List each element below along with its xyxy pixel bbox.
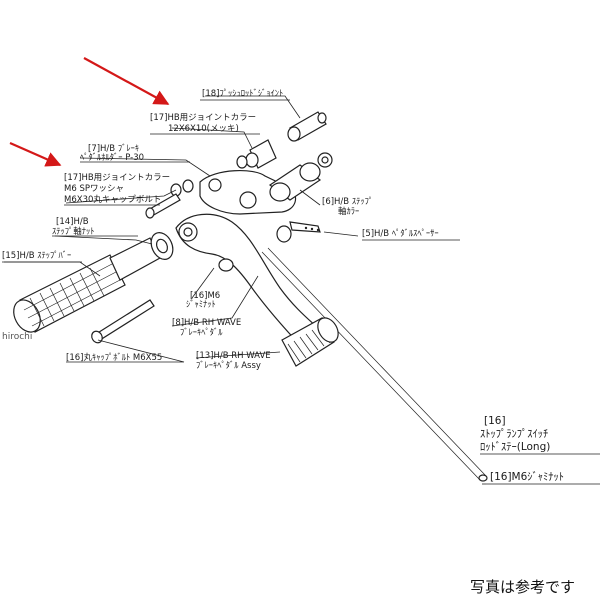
joint-collar-part (236, 139, 277, 169)
label-hb-joint-collar: [17]HB用ジョイントカラー (150, 113, 256, 123)
label-m6x30-bolt: M6X30丸キャップボルト (64, 194, 161, 205)
label-switch-rod-number: [16] (484, 415, 506, 427)
label-hb-brake-pedal-holder: ﾍﾟﾀﾞﾙﾎﾙﾀﾞｰ P-30 (80, 153, 144, 163)
label-hb-joint-collar-size: 12X6X10(メッキ) (168, 124, 239, 134)
label-step-nut-name: ｽﾃｯﾌﾟ軸ﾅｯﾄ (52, 226, 95, 237)
stop-lamp-switch-rod (261, 247, 488, 482)
red-arrow-lower (9, 141, 62, 167)
label-hb-collar-small: [17]HB用ジョイントカラー (64, 173, 170, 183)
wave-brake-pedal-part (175, 213, 321, 346)
label-step-nut: [14]H/B (56, 217, 89, 227)
leader-lines (4, 95, 486, 485)
label-pedal-assy-name: ﾌﾞﾚｰｷﾍﾟﾀﾞﾙ Assy (196, 361, 261, 371)
label-step-bar: [15]H/B ｽﾃｯﾌﾟﾊﾞｰ (2, 251, 71, 261)
label-rh-wave-pedal: [8]H/B RH WAVE (172, 318, 241, 328)
label-m6-washer: M6 SPワッシャ (64, 184, 124, 194)
label-jam-nut-bottom: [16]M6ｼﾞｬﾐﾅｯﾄ (490, 471, 564, 483)
push-rod-joint-part (287, 111, 327, 142)
step-collar-part (268, 152, 333, 202)
label-cap-bolt: [16]丸ｷｬｯﾌﾟﾎﾞﾙﾄ M6X55 (66, 352, 162, 363)
step-nut-part (150, 232, 174, 260)
label-switch-rod-name: ｽﾄｯﾌﾟﾗﾝﾌﾟｽｲｯﾁ (480, 428, 548, 440)
label-switch-rod-stay: ﾛｯﾄﾞｽﾃｰ(Long) (480, 441, 550, 453)
red-arrow-upper (83, 57, 170, 105)
label-pedal-spacer: [5]H/B ﾍﾟﾀﾞﾙｽﾍﾟｰｻｰ (362, 229, 439, 239)
label-pedal-assy: [13]H/B RH WAVE (196, 351, 271, 361)
label-underlines (2, 99, 600, 485)
label-step-collar: [6]H/B ｽﾃｯﾌﾟ (322, 197, 373, 207)
small-collar-washer (145, 179, 194, 219)
label-push-rod-joint: [18]ﾌﾟｯｼｭﾛｯﾄﾞｼﾞｮｲﾝﾄ (202, 89, 283, 99)
label-rh-wave-pedal-name: ﾌﾞﾚｰｷﾍﾟﾀﾞﾙ (180, 328, 223, 338)
label-m6-nut: [16]M6 (190, 291, 220, 301)
reference-photo-note: 写真は参考です (470, 578, 575, 596)
watermark: hirochi (2, 332, 32, 342)
label-step-collar-name: 軸ｶﾗｰ (338, 206, 359, 217)
cap-bolt-part (91, 299, 155, 344)
step-bar-part (13, 237, 161, 333)
pedal-holder-plate (199, 170, 297, 215)
pedal-tip-part (281, 317, 339, 367)
label-m6-nut-name: ｼﾞｬﾐﾅｯﾄ (186, 300, 216, 310)
label-hb-brake-pedal: [7]H/B ﾌﾞﾚｰｷ (88, 144, 139, 154)
pedal-spacer-part (276, 221, 321, 243)
